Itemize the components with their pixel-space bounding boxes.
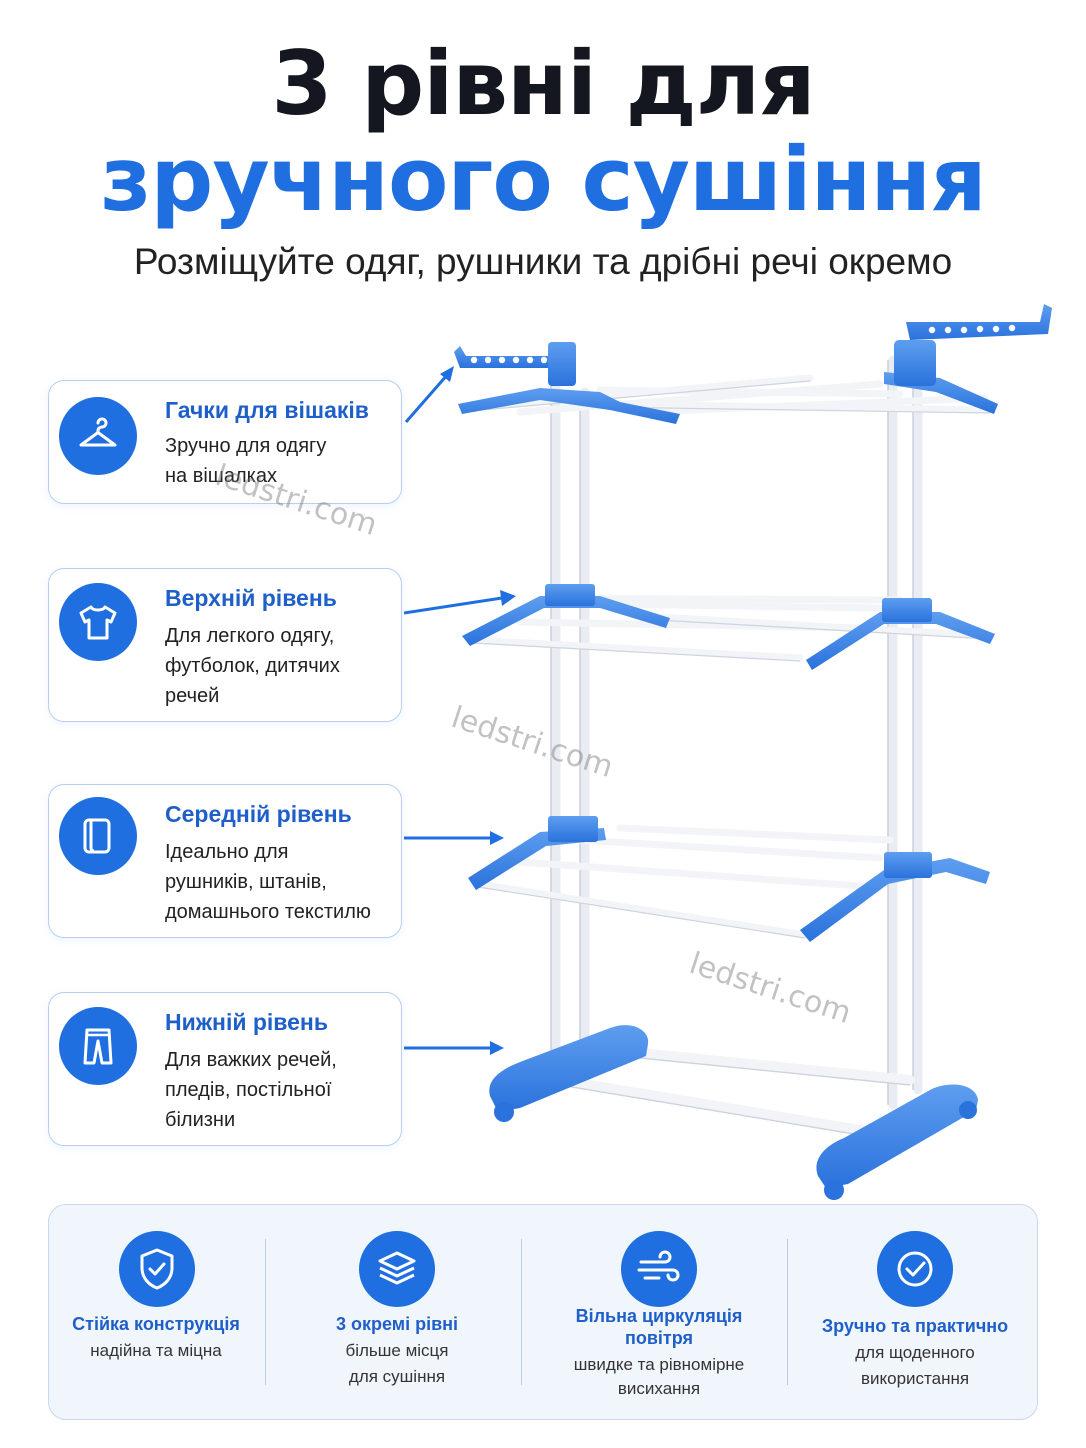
arrow-icon — [404, 590, 516, 615]
feature-card-middle-level: Середній рівень Ідеально для рушників, ш… — [48, 784, 402, 938]
benefit-text: більше місця — [345, 1341, 449, 1360]
feature-title: Середній рівень — [165, 801, 352, 827]
feature-text-line: футболок, дитячих — [165, 655, 340, 677]
feature-text-line: Для важких речей, — [165, 1049, 337, 1071]
tshirt-icon — [59, 583, 137, 661]
benefit-title: Стійка конструкція — [72, 1314, 240, 1334]
hanger-icon — [59, 397, 137, 475]
towel-icon — [59, 797, 137, 875]
feature-text: Ідеально для рушників, штанів, домашньог… — [165, 837, 399, 927]
feature-text-line: на вішалках — [165, 465, 277, 487]
arrow-icon — [404, 1041, 504, 1055]
pants-icon — [59, 1007, 137, 1085]
feature-text: Для важких речей, пледів, постільної біл… — [165, 1045, 397, 1135]
benefit-stability: Стійка конструкція надійна та міцна — [49, 1205, 263, 1419]
feature-title: Гачки для вішаків — [165, 397, 369, 423]
benefit-text: висихання — [617, 1379, 701, 1398]
feature-text-line: домашнього текстилю — [165, 901, 371, 923]
feature-text: Для легкого одягу, футболок, дитячих реч… — [165, 621, 397, 711]
feature-text: Зручно для одягу на вішалках — [165, 431, 397, 491]
page-subtitle: Розміщуйте одяг, рушники та дрібні речі … — [133, 241, 953, 282]
benefit-text: надійна та міцна — [90, 1341, 222, 1360]
benefit-title: повітря — [624, 1328, 693, 1348]
benefit-text: для щоденного — [855, 1343, 975, 1362]
benefit-title: 3 окремі рівні — [335, 1314, 459, 1334]
feature-text-line: Зручно для одягу — [165, 435, 327, 457]
feature-title: Верхній рівень — [165, 585, 337, 611]
airflow-icon — [621, 1231, 697, 1307]
page-title-line1: 3 рівні для — [271, 32, 815, 135]
benefits-panel: Стійка конструкція надійна та міцна 3 ок… — [48, 1204, 1038, 1420]
benefit-title: Вільна циркуляція — [575, 1306, 743, 1326]
benefit-airflow: Вільна циркуляція повітря швидке та рівн… — [539, 1205, 779, 1419]
feature-title: Нижній рівень — [165, 1009, 328, 1035]
benefit-text: швидке та рівномірне — [573, 1355, 745, 1374]
divider — [521, 1239, 522, 1385]
page-title-line2: зручного сушіння — [100, 128, 986, 231]
feature-text-line: Для легкого одягу, — [165, 625, 335, 647]
shield-check-icon — [119, 1231, 195, 1307]
feature-text-line: рушників, штанів, — [165, 871, 327, 893]
benefit-text: для сушіння — [348, 1367, 446, 1386]
benefit-title: Зручно та практично — [821, 1316, 1009, 1336]
check-circle-icon — [877, 1231, 953, 1307]
benefit-practical: Зручно та практично для щоденного викори… — [805, 1205, 1025, 1419]
layers-icon — [359, 1231, 435, 1307]
feature-card-top-level: Верхній рівень Для легкого одягу, футбол… — [48, 568, 402, 722]
arrow-icon — [404, 831, 504, 845]
divider — [265, 1239, 266, 1385]
feature-card-bottom-level: Нижній рівень Для важких речей, пледів, … — [48, 992, 402, 1146]
feature-text-line: білизни — [165, 1109, 236, 1131]
drying-rack-illustration — [454, 304, 1052, 1200]
arrow-icon — [404, 366, 454, 423]
feature-card-hooks: Гачки для вішаків Зручно для одягу на ві… — [48, 380, 402, 504]
divider — [787, 1239, 788, 1385]
feature-text-line: Ідеально для — [165, 841, 289, 863]
feature-text-line: речей — [165, 685, 220, 707]
benefit-three-levels: 3 окремі рівні більше місця для сушіння — [285, 1205, 509, 1419]
benefit-text: використання — [860, 1369, 970, 1388]
feature-text-line: пледів, постільної — [165, 1079, 332, 1101]
